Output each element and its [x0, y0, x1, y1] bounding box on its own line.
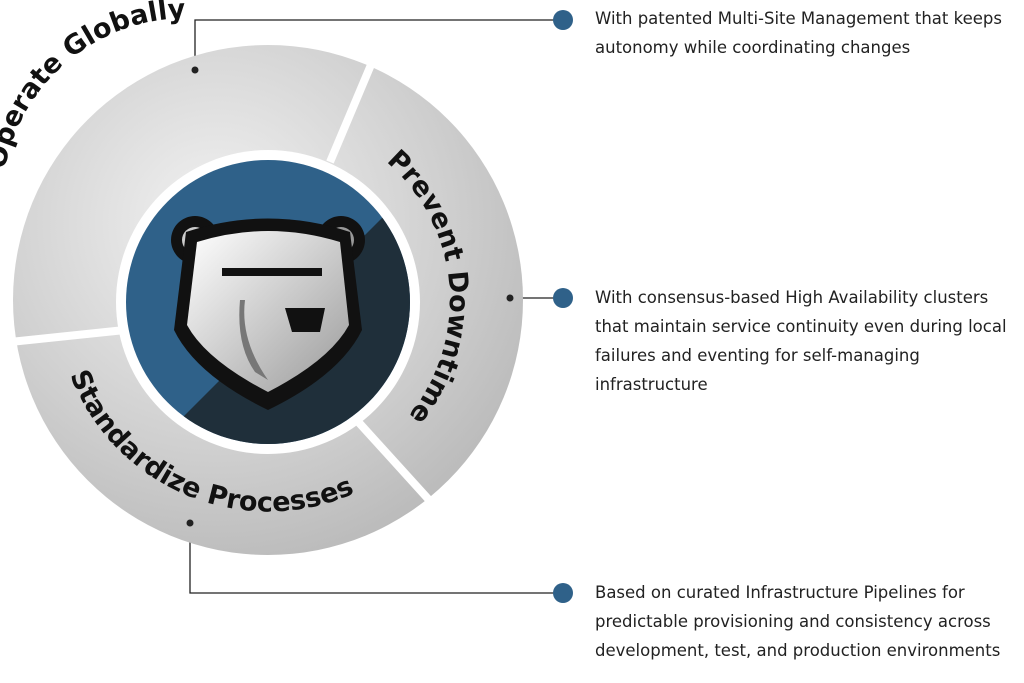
description-standardize-processes: Based on curated Infrastructure Pipeline… — [595, 583, 1001, 660]
bullet-icon — [553, 10, 573, 30]
bullet-icon — [553, 288, 573, 308]
callout-bullets — [553, 10, 573, 603]
ring-separators — [9, 58, 443, 515]
description-operate-globally: With patented Multi-Site Management that… — [595, 9, 1002, 57]
bear-logo-icon — [171, 216, 365, 410]
bullet-icon — [553, 583, 573, 603]
anchor-dots — [186, 66, 514, 527]
description-prevent-downtime: With consensus-based High Availability c… — [595, 288, 1007, 394]
